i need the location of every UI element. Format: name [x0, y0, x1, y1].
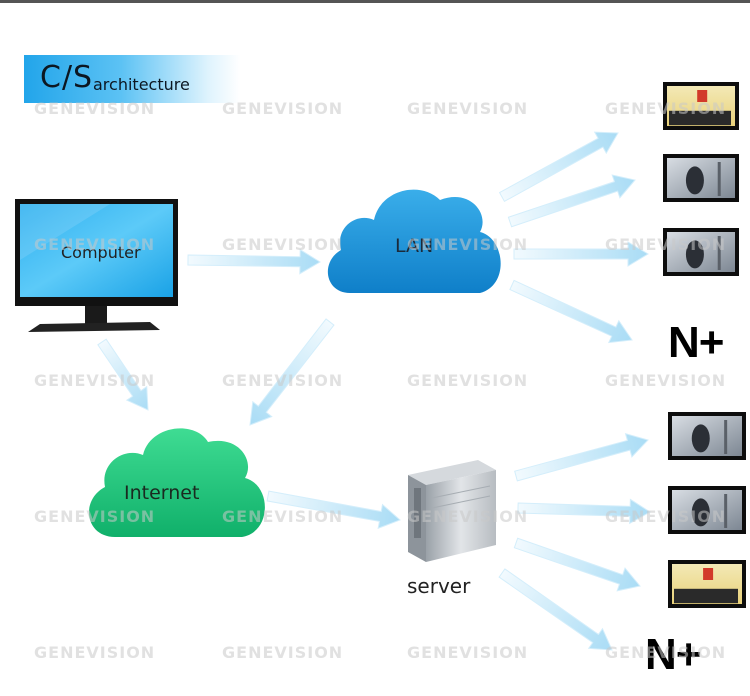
server-icon: [408, 460, 496, 562]
flow-arrow: [187, 248, 321, 275]
internet-cloud-icon: [88, 428, 265, 537]
flow-arrow: [514, 432, 649, 482]
top-border-line: [0, 0, 750, 3]
computer-monitor-icon: [15, 199, 178, 332]
title-banner: [24, 55, 240, 103]
flow-arrow: [97, 338, 149, 411]
display-screen-icon: [668, 486, 746, 534]
flow-arrow: [498, 131, 619, 203]
title-abbreviation: C/S: [40, 60, 94, 95]
flow-arrow: [249, 318, 335, 426]
display-screen-icon: [668, 560, 746, 608]
display-screen-icon: [668, 412, 746, 460]
computer-label: Computer: [61, 243, 141, 262]
display-screen-icon: [663, 82, 739, 130]
flow-arrow: [517, 498, 651, 525]
display-screen-icon: [663, 228, 739, 276]
flow-arrow: [509, 279, 633, 344]
flow-arrow: [507, 174, 636, 228]
flow-arrow: [498, 568, 613, 651]
connection-arrows: [97, 131, 651, 651]
flow-arrow: [266, 490, 401, 530]
title-word: architecture: [93, 75, 190, 94]
lan-label: LAN: [395, 235, 434, 257]
internet-label: Internet: [124, 482, 200, 504]
n-plus-bottom: N+: [645, 630, 701, 679]
display-screens: [663, 82, 746, 608]
display-screen-icon: [663, 154, 739, 202]
server-label: server: [407, 574, 471, 598]
flow-arrow: [513, 537, 641, 592]
flow-arrow: [513, 241, 649, 267]
n-plus-top: N+: [668, 318, 724, 367]
lan-cloud-icon: [327, 189, 501, 293]
